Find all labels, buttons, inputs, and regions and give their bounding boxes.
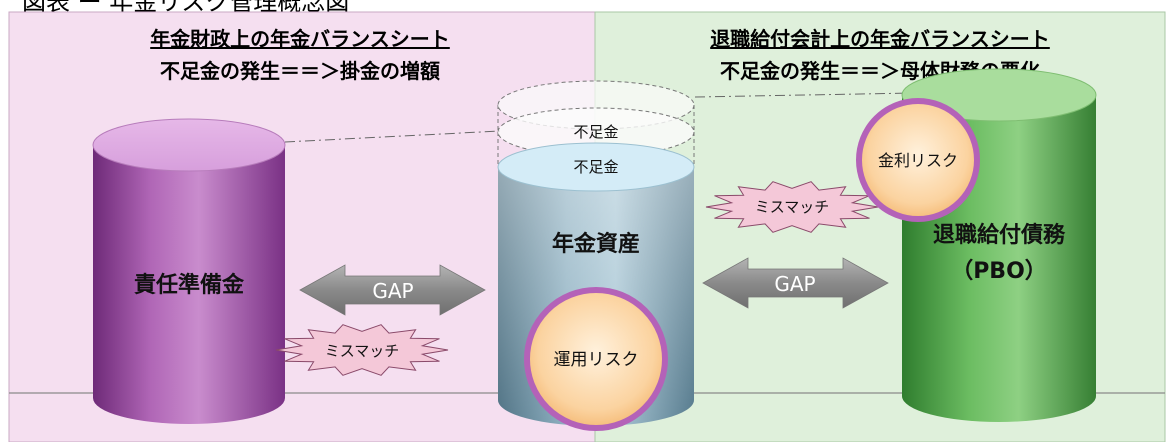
left-title-line1: 年金財政上の年金バランスシート: [150, 27, 450, 51]
right-cylinder-label-line1: 退職給付債務: [933, 222, 1066, 248]
left-reference-line: [284, 130, 501, 143]
investment-risk-label: 運用リスク: [554, 350, 639, 370]
shortfall-mid-ellipse: [497, 107, 695, 157]
right-reference-line: [694, 92, 916, 98]
shortfall-lower-label: 不足金: [573, 158, 618, 176]
right-gap-label: GAP: [774, 272, 815, 296]
interest-risk-circle: 金利リスク: [856, 98, 980, 222]
left-mismatch-starburst: ミスマッチ: [275, 324, 449, 376]
left-cylinder-label: 責任準備金: [134, 272, 245, 298]
left-mismatch-label: ミスマッチ: [325, 342, 400, 360]
interest-risk-label: 金利リスク: [878, 151, 958, 170]
left-cylinder: 責任準備金: [92, 118, 286, 424]
center-cylinder-label: 年金資産: [552, 231, 640, 257]
right-title-line1: 退職給付会計上の年金バランスシート: [710, 27, 1050, 51]
shortfall-upper-label: 不足金: [573, 123, 618, 141]
left-gap-arrow: GAP: [299, 264, 486, 316]
right-mismatch-label: ミスマッチ: [755, 198, 830, 216]
right-gap-arrow: GAP: [702, 257, 889, 309]
left-title-line2: 不足金の発生＝＝＞掛金の増額: [160, 59, 440, 83]
right-cylinder-label-line2: （PBO）: [951, 259, 1047, 284]
investment-risk-circle: 運用リスク: [524, 287, 668, 431]
right-mismatch-starburst: ミスマッチ: [705, 181, 879, 233]
left-gap-label: GAP: [372, 279, 413, 303]
